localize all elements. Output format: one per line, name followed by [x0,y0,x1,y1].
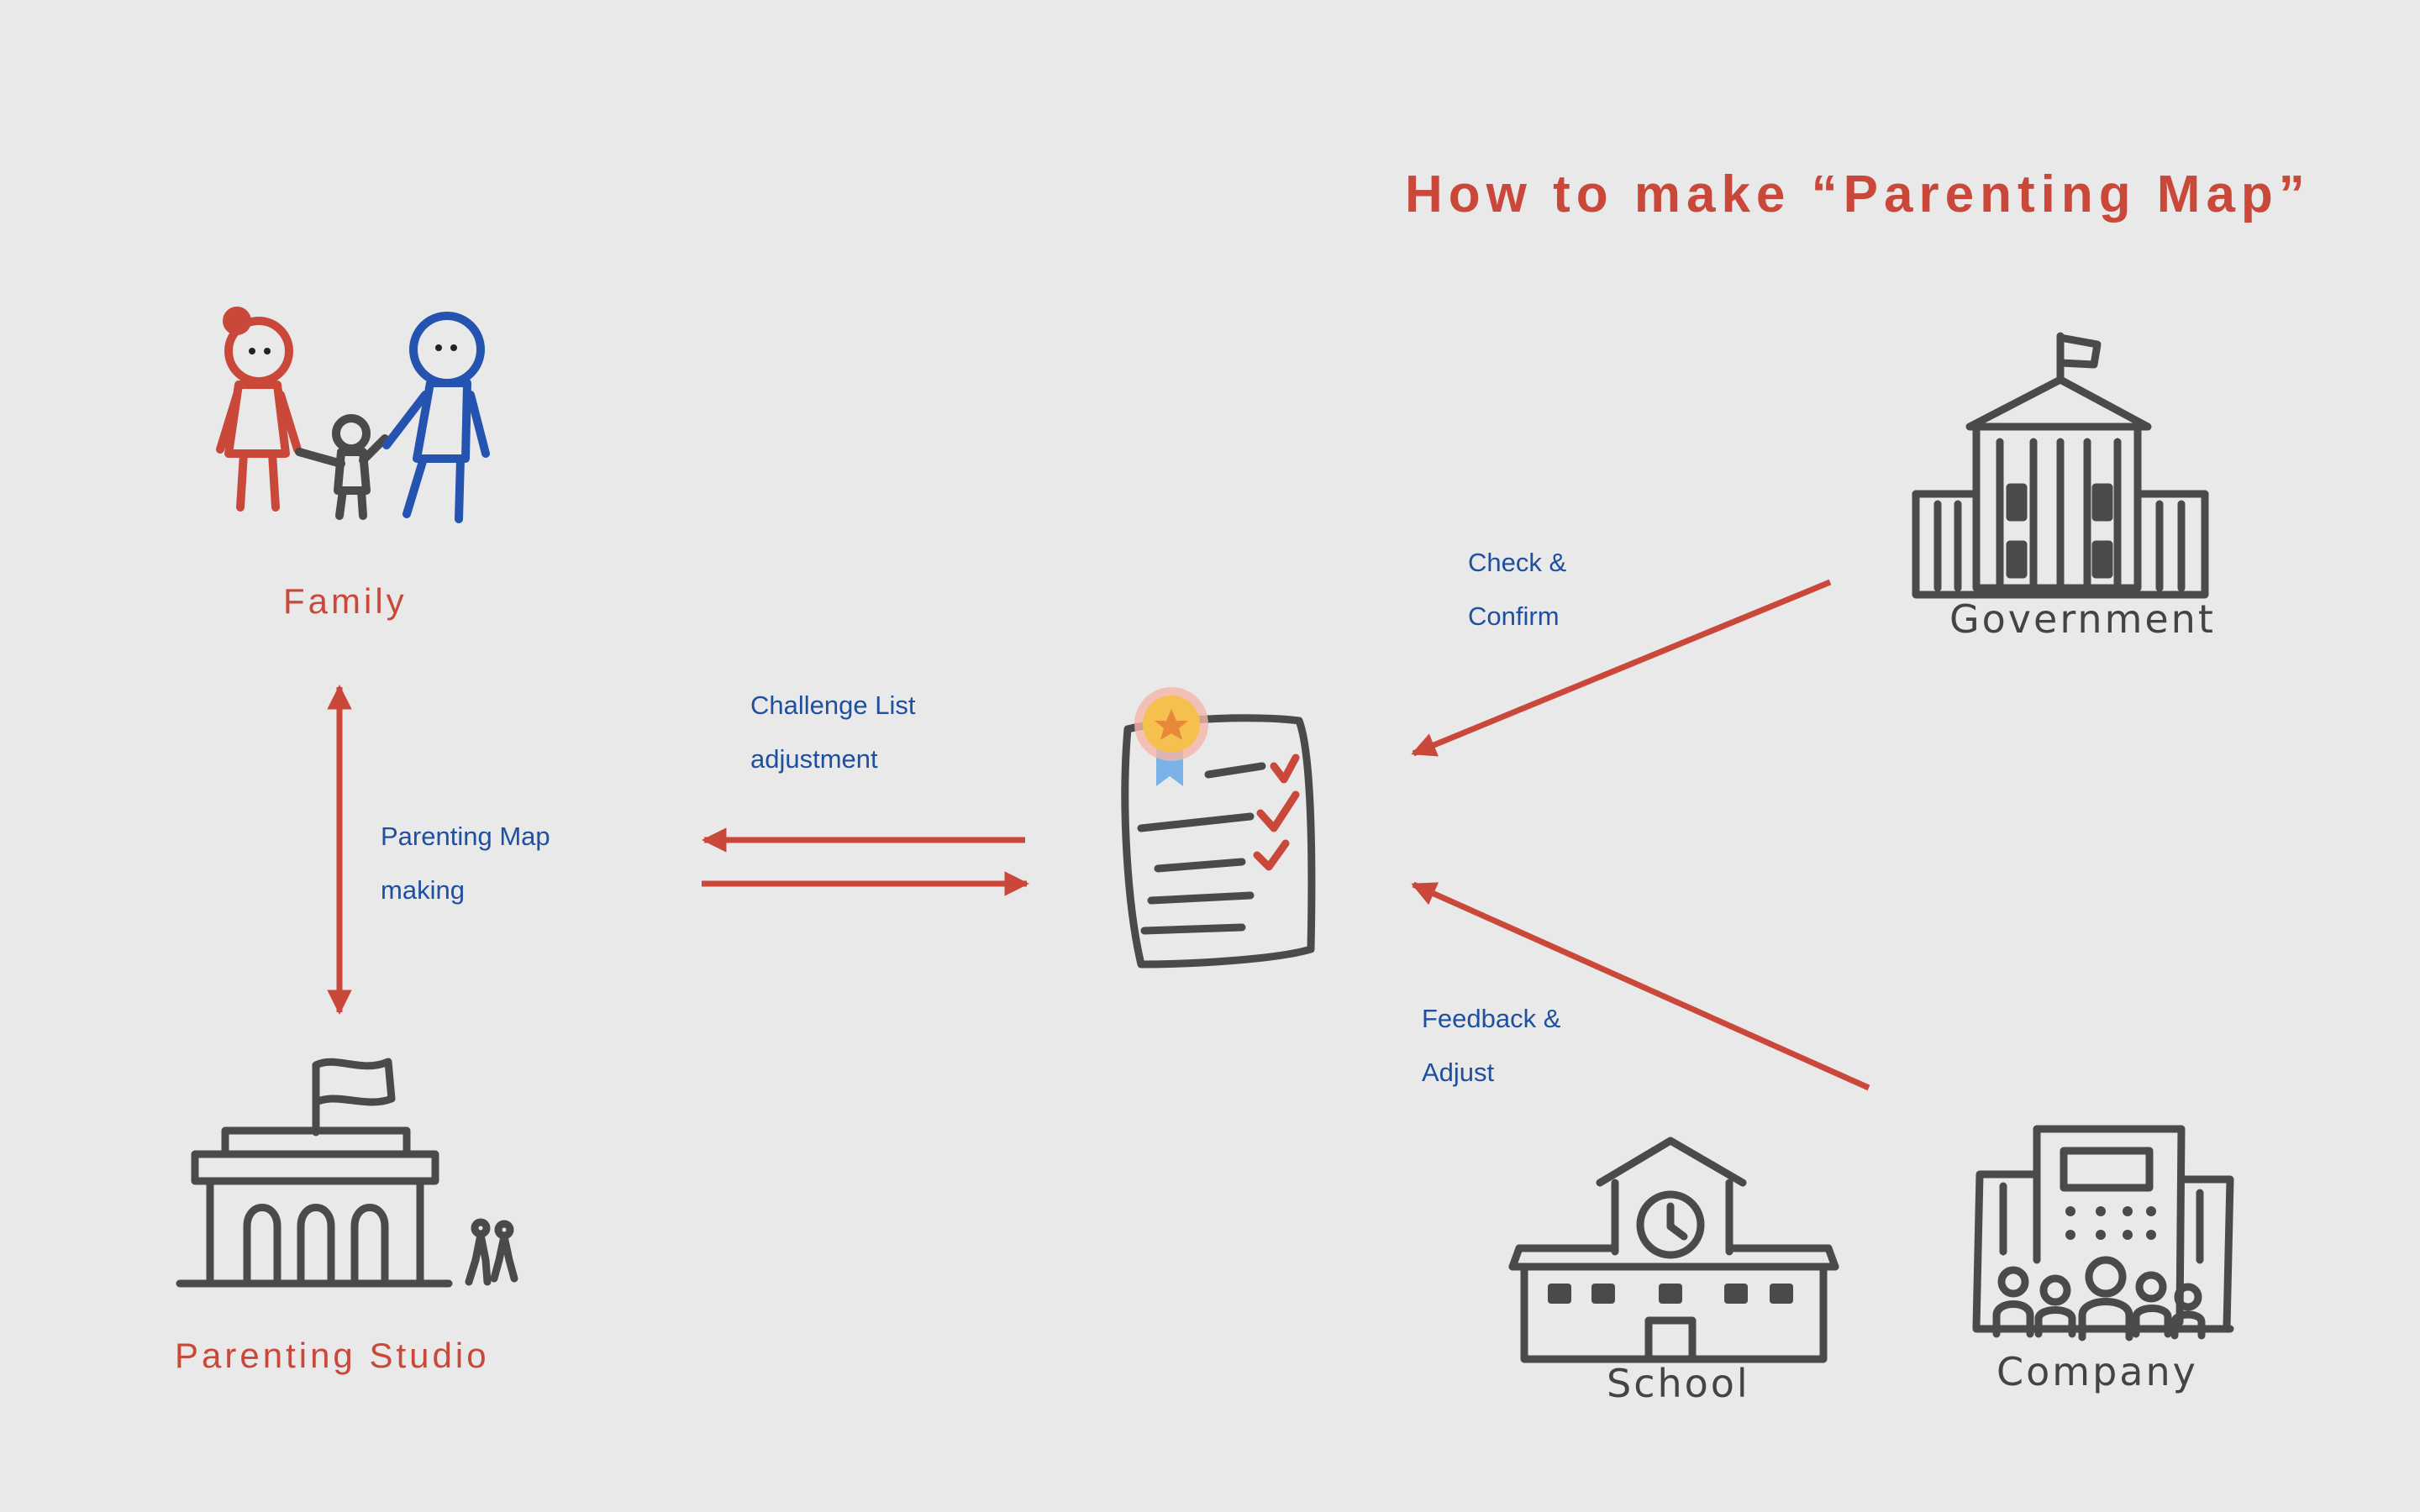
edge-label-line: Feedback & [1422,1004,1561,1033]
parenting-studio-icon [176,1058,518,1288]
family-icon [216,307,490,523]
family-label: Family [283,581,408,621]
edge-label-line: Check & [1468,548,1567,577]
company-icon [1972,1125,2234,1341]
arrow-government-to-checklist [1411,579,1832,757]
checklist-certificate-icon [1121,687,1316,969]
edge-label-line: making [381,875,465,905]
edge-label-line: Confirm [1468,601,1560,631]
edge-label-challenge-list: Challenge List adjustment [750,679,915,786]
edge-label-parenting-map: Parenting Map making [381,810,550,917]
edge-label-line: Parenting Map [381,822,550,851]
company-label: Company [1996,1349,2198,1394]
arrow-company-to-checklist [1411,881,1870,1091]
parenting-studio-label: Parenting Studio [175,1336,490,1375]
page-title: How to make “Parenting Map” [1405,165,2311,223]
edge-label-check-confirm: Check & Confirm [1468,536,1566,643]
edge-label-line: Adjust [1422,1058,1495,1087]
government-label: Government [1949,596,2216,642]
edge-label-feedback-adjust: Feedback & Adjust [1422,992,1560,1100]
edge-label-line: adjustment [750,744,878,774]
school-label: School [1607,1361,1750,1406]
edge-label-line: Challenge List [750,690,916,720]
government-building-icon [1912,332,2209,599]
school-icon [1508,1137,1839,1363]
